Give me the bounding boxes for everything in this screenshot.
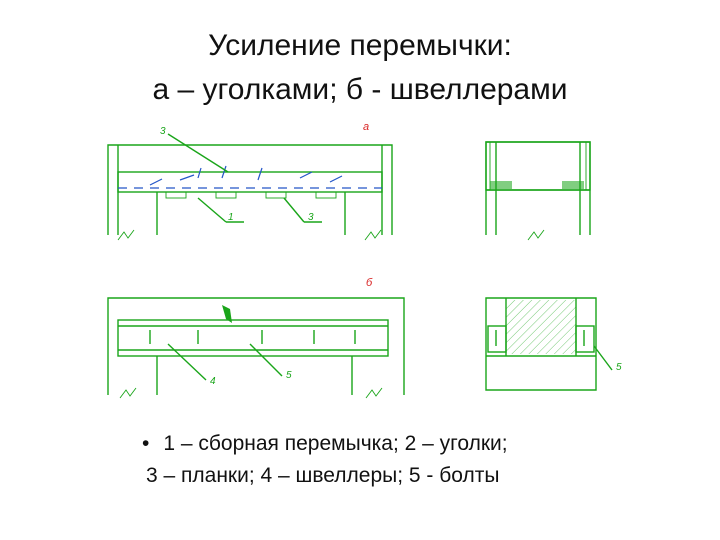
callout-5-section: 5 (616, 362, 622, 373)
section-letter-b: б (366, 277, 373, 289)
slide-title-line-1: Усиление перемычки: (208, 29, 512, 62)
angle-dashes (149, 165, 343, 186)
callout-4: 4 (210, 376, 216, 387)
callout-3-bottom: 3 (308, 212, 314, 223)
caption-bullet: • (142, 432, 150, 455)
section-letter-a: а (363, 121, 369, 133)
slide-title-line-2: а – уголками; б - швеллерами (152, 73, 568, 106)
strap-plates (165, 191, 337, 199)
elevation-a: 3 1 3 а (107, 121, 393, 241)
cross-section-b: 5 (485, 297, 622, 391)
caption-line-2: 3 – планки; 4 – швеллеры; 5 - болты (146, 464, 500, 487)
cross-section-a (485, 141, 591, 241)
callout-5: 5 (286, 370, 292, 381)
callout-3-top: 3 (160, 126, 166, 137)
callout-1: 1 (228, 212, 234, 223)
caption-line-1: • 1 – сборная перемычка; 2 – уголки; (142, 430, 508, 458)
caption-text-1: 1 – сборная перемычка; 2 – уголки; (163, 432, 508, 455)
elevation-b: б 4 5 (107, 277, 405, 399)
